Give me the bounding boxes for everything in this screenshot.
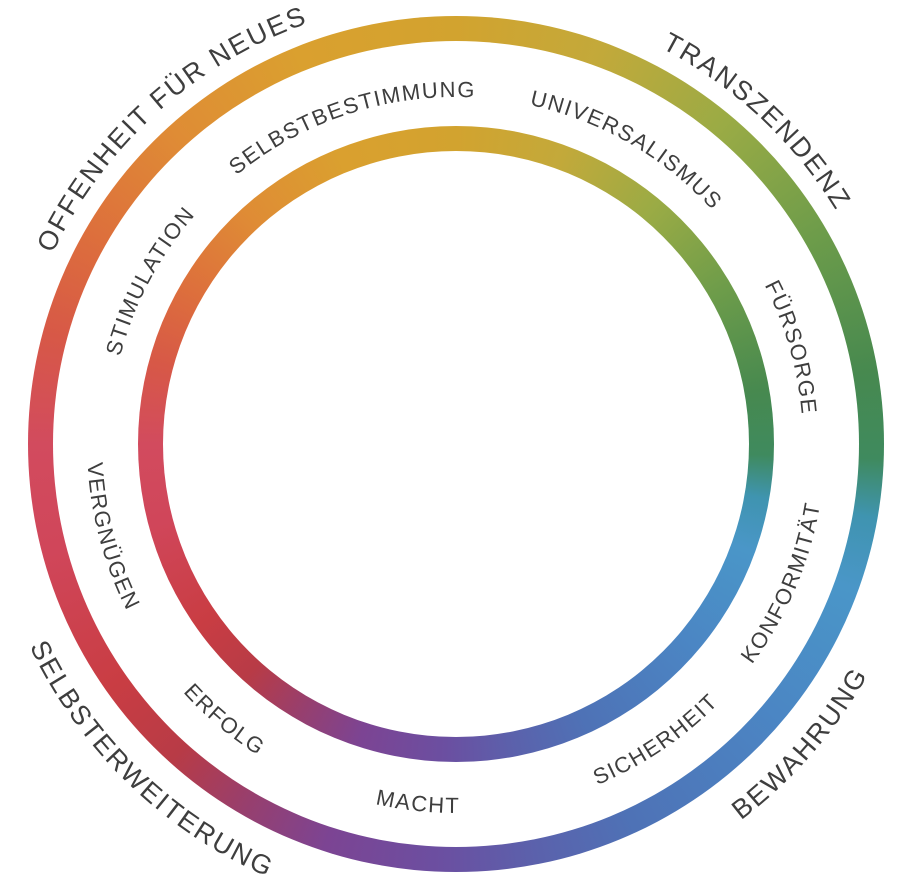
svg-text:SICHERHEIT: SICHERHEIT	[589, 688, 723, 789]
svg-text:FÜRSORGE: FÜRSORGE	[760, 276, 822, 416]
inner-ring-inner-cover	[163, 151, 749, 737]
svg-text:STIMULATION: STIMULATION	[101, 201, 200, 358]
quadrant-label-selbsterweiterung: SELBSTERWEITERUNG	[24, 636, 277, 883]
svg-text:MACHT: MACHT	[374, 785, 460, 819]
value-label-konformitaet: KONFORMITÄT	[736, 500, 824, 668]
svg-text:VERGNÜGEN: VERGNÜGEN	[82, 461, 145, 614]
value-label-universalismus: UNIVERSALISMUS	[528, 85, 726, 214]
svg-text:SELBSTERWEITERUNG: SELBSTERWEITERUNG	[24, 636, 279, 883]
value-label-vergnuegen: VERGNÜGEN	[82, 461, 143, 614]
value-label-macht: MACHT	[374, 785, 459, 819]
svg-text:SELBSTBESTIMMUNG: SELBSTBESTIMMUNG	[224, 77, 476, 179]
quadrant-label-bewahrung: BEWAHRUNG	[726, 662, 871, 825]
value-label-selbstbestimmung: SELBSTBESTIMMUNG	[224, 77, 475, 179]
value-label-stimulation: STIMULATION	[101, 201, 198, 358]
value-label-fuersorge: FÜRSORGE	[760, 276, 820, 416]
svg-text:UNIVERSALISMUS: UNIVERSALISMUS	[528, 85, 727, 214]
svg-text:ERFOLG: ERFOLG	[179, 678, 270, 760]
svg-text:KONFORMITÄT: KONFORMITÄT	[736, 500, 826, 668]
svg-text:BEWAHRUNG: BEWAHRUNG	[726, 662, 873, 825]
value-label-sicherheit: SICHERHEIT	[589, 688, 721, 789]
value-label-erfolg: ERFOLG	[179, 678, 268, 760]
